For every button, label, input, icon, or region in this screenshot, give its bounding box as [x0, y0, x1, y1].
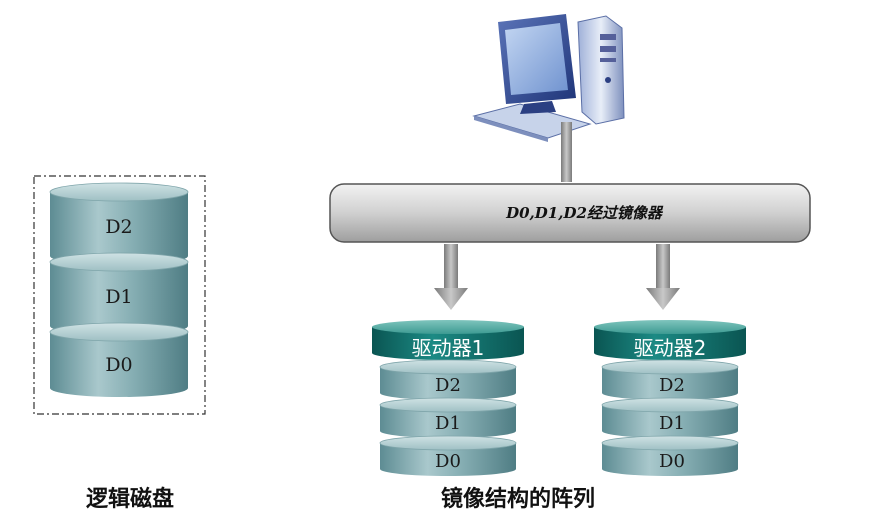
drive-1-label-d0: D0 [435, 451, 461, 472]
drive-1-header-label: 驱动器1 [412, 336, 485, 360]
drive-2: 驱动器2 D2 D1 D0 [594, 320, 746, 476]
logical-disk: D2 D1 D0 [33, 175, 206, 415]
logical-disk-label-d2: D2 [105, 216, 132, 238]
logical-disk-frame [33, 175, 206, 415]
logical-disk-caption: 逻辑磁盘 [86, 486, 174, 512]
mirror-bar-label: D0,D1,D2经过镜像器 [505, 204, 664, 222]
drive-1: 驱动器1 D2 D1 D0 [372, 320, 524, 476]
drive-2-label-d1: D1 [659, 413, 685, 434]
drive-2-segment-d1: D1 [601, 397, 739, 438]
drive-1-segment-d2: D2 [379, 359, 517, 400]
drive-2-segment-d2: D2 [601, 359, 739, 400]
drive-1-segment-d0: D0 [379, 435, 517, 476]
logical-disk-label-d1: D1 [105, 286, 132, 308]
mirror-bar: D0,D1,D2经过镜像器 [329, 183, 811, 243]
drive-2-label-d0: D0 [659, 451, 685, 472]
arrow-to-drive-2 [646, 244, 680, 310]
drive-1-segment-d1: D1 [379, 397, 517, 438]
computer-connector [561, 122, 572, 182]
logical-disk-segment-d1: D1 [49, 252, 189, 335]
drive-1-label-d1: D1 [435, 413, 461, 434]
logical-disk-label-d0: D0 [105, 354, 132, 376]
drive-1-header: 驱动器1 [372, 320, 524, 360]
array-caption: 镜像结构的阵列 [441, 486, 595, 512]
drive-1-label-d2: D2 [435, 375, 461, 396]
desktop-computer-icon [472, 14, 625, 142]
arrow-to-drive-1 [434, 244, 468, 310]
drive-2-header-label: 驱动器2 [634, 336, 707, 360]
drive-2-header: 驱动器2 [594, 320, 746, 360]
drive-2-segment-d0: D0 [601, 435, 739, 476]
drive-2-label-d2: D2 [659, 375, 685, 396]
logical-disk-segment-d0: D0 [49, 322, 189, 397]
logical-disk-segment-d2: D2 [49, 182, 189, 265]
